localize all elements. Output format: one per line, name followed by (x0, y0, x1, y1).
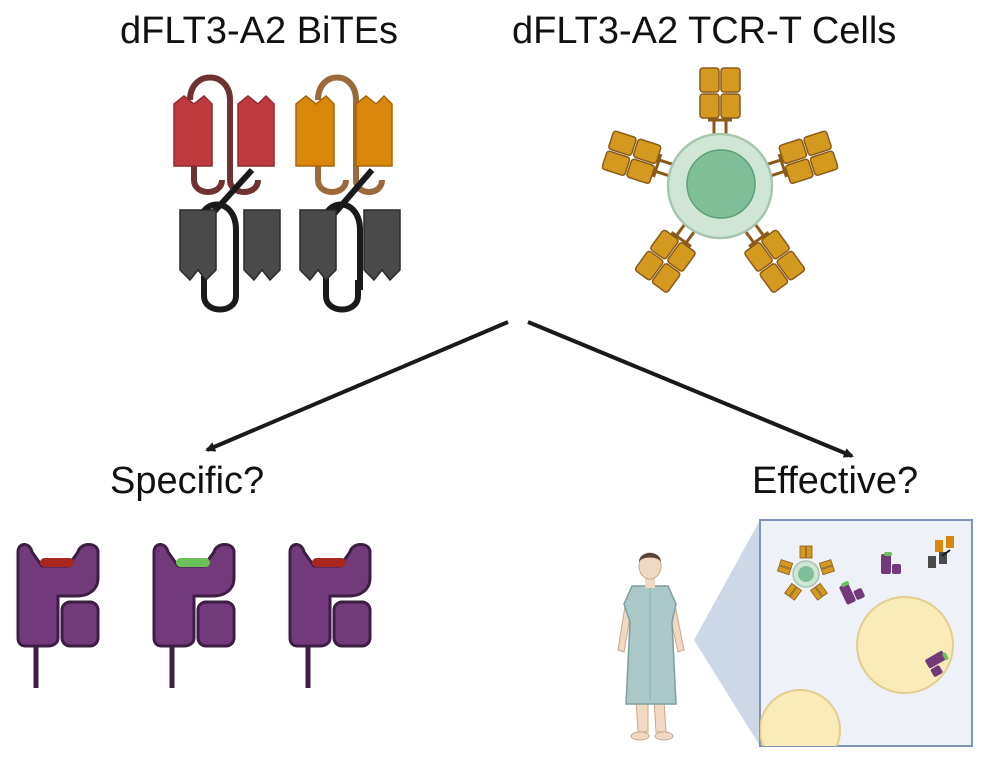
mini-tcr-receptor (809, 582, 828, 601)
mini-tcr-receptor (777, 559, 794, 576)
mini-mhc (839, 581, 865, 605)
mini-tcr-receptor (784, 582, 803, 601)
mhc-complex (288, 543, 372, 688)
bite-molecule-orange (295, 74, 401, 313)
bites-title: dFLT3-A2 BiTEs (120, 10, 399, 52)
tcr-receptor (699, 67, 741, 134)
tcr-receptor (744, 223, 806, 293)
mhc-complex (152, 543, 236, 688)
tcr-t-cells-title: dFLT3-A2 TCR-T Cells (512, 10, 897, 52)
tcr-receptor (634, 223, 696, 293)
mini-tcr-receptor (799, 545, 813, 559)
tcr-receptor (767, 130, 839, 184)
mini-tcr-receptor (818, 559, 835, 576)
zoom-projection (694, 520, 760, 746)
effective-question: Effective? (752, 460, 919, 502)
mini-mhc (925, 650, 949, 677)
patient-figure (617, 552, 685, 741)
branch-arrows (205, 320, 854, 458)
mhc-peptide-set (16, 543, 372, 688)
tumor-microenvironment-inset (759, 519, 973, 747)
specific-question: Specific? (110, 460, 265, 502)
tcr-t-cell (601, 67, 839, 293)
mhc-complex (16, 543, 100, 688)
bite-molecule-red (173, 74, 281, 313)
tcr-receptor (601, 130, 673, 184)
mini-mhc (881, 552, 901, 574)
